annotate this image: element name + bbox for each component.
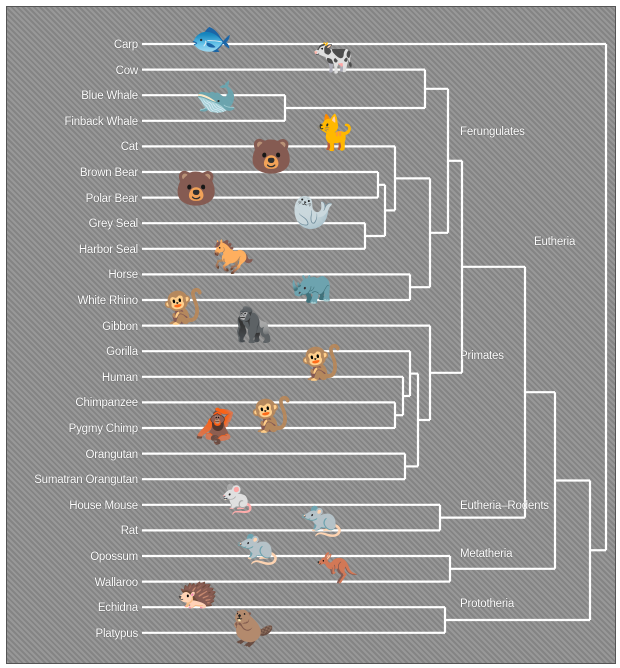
whale-icon: 🐋 bbox=[195, 80, 237, 114]
bear-icon: 🐻 bbox=[250, 140, 292, 174]
rhino-icon: 🦏 bbox=[290, 270, 332, 304]
seal-icon: 🦭 bbox=[292, 196, 334, 230]
taxon-label: Orangutan bbox=[85, 448, 138, 462]
human-icon: 🐒 bbox=[300, 346, 342, 380]
taxon-label: Gorilla bbox=[106, 345, 138, 359]
cow-icon: 🐄 bbox=[312, 40, 354, 74]
taxon-label: White Rhino bbox=[78, 294, 138, 308]
cat-icon: 🐈 bbox=[313, 116, 355, 150]
kangaroo-icon: 🦘 bbox=[316, 552, 358, 586]
clade-label-eutheria: Eutheria bbox=[534, 236, 575, 248]
chimpanzee-icon: 🐒 bbox=[250, 398, 292, 432]
taxon-label: Cat bbox=[121, 140, 138, 154]
taxon-label: Grey Seal bbox=[89, 217, 138, 231]
fish-icon: 🐟 bbox=[190, 22, 232, 56]
taxon-label: Gibbon bbox=[102, 320, 138, 334]
taxon-label: Horse bbox=[108, 268, 138, 282]
taxon-label: House Mouse bbox=[69, 499, 138, 513]
opossum-icon: 🐀 bbox=[236, 530, 278, 564]
taxon-label: Chimpanzee bbox=[75, 396, 138, 410]
clade-label-ferungulates: Ferungulates bbox=[460, 126, 525, 138]
clade-label-eutheria-rodents: Eutheria–Rodents bbox=[460, 500, 549, 512]
platypus-icon: 🦫 bbox=[232, 612, 274, 646]
taxon-label: Echidna bbox=[98, 601, 138, 615]
clade-label-primates: Primates bbox=[460, 350, 504, 362]
taxon-label: Platypus bbox=[95, 627, 138, 641]
polar-bear-icon: 🐻 bbox=[175, 172, 217, 206]
rat-icon: 🐀 bbox=[300, 502, 342, 536]
mouse-icon: 🐁 bbox=[215, 480, 257, 514]
taxon-label: Finback Whale bbox=[65, 115, 138, 129]
horse-icon: 🐎 bbox=[212, 240, 254, 274]
clade-label-prototheria: Prototheria bbox=[460, 598, 514, 610]
taxon-label: Carp bbox=[114, 38, 138, 52]
gorilla-icon: 🦍 bbox=[232, 308, 274, 342]
taxon-label: Blue Whale bbox=[81, 89, 138, 103]
taxon-label: Wallaroo bbox=[95, 576, 138, 590]
taxon-label: Polar Bear bbox=[86, 192, 138, 206]
taxon-label: Brown Bear bbox=[80, 166, 138, 180]
taxon-label: Harbor Seal bbox=[79, 243, 138, 257]
taxon-label: Sumatran Orangutan bbox=[34, 473, 138, 487]
taxon-label: Human bbox=[102, 371, 138, 385]
echidna-icon: 🦔 bbox=[176, 576, 218, 610]
clade-label-metatheria: Metatheria bbox=[460, 548, 512, 560]
taxon-label: Opossum bbox=[90, 550, 138, 564]
taxon-label: Pygmy Chimp bbox=[69, 422, 138, 436]
taxon-label: Cow bbox=[116, 64, 138, 78]
orangutan-icon: 🦧 bbox=[194, 410, 236, 444]
taxon-label: Rat bbox=[121, 524, 138, 538]
gibbon-icon: 🐒 bbox=[162, 290, 204, 324]
